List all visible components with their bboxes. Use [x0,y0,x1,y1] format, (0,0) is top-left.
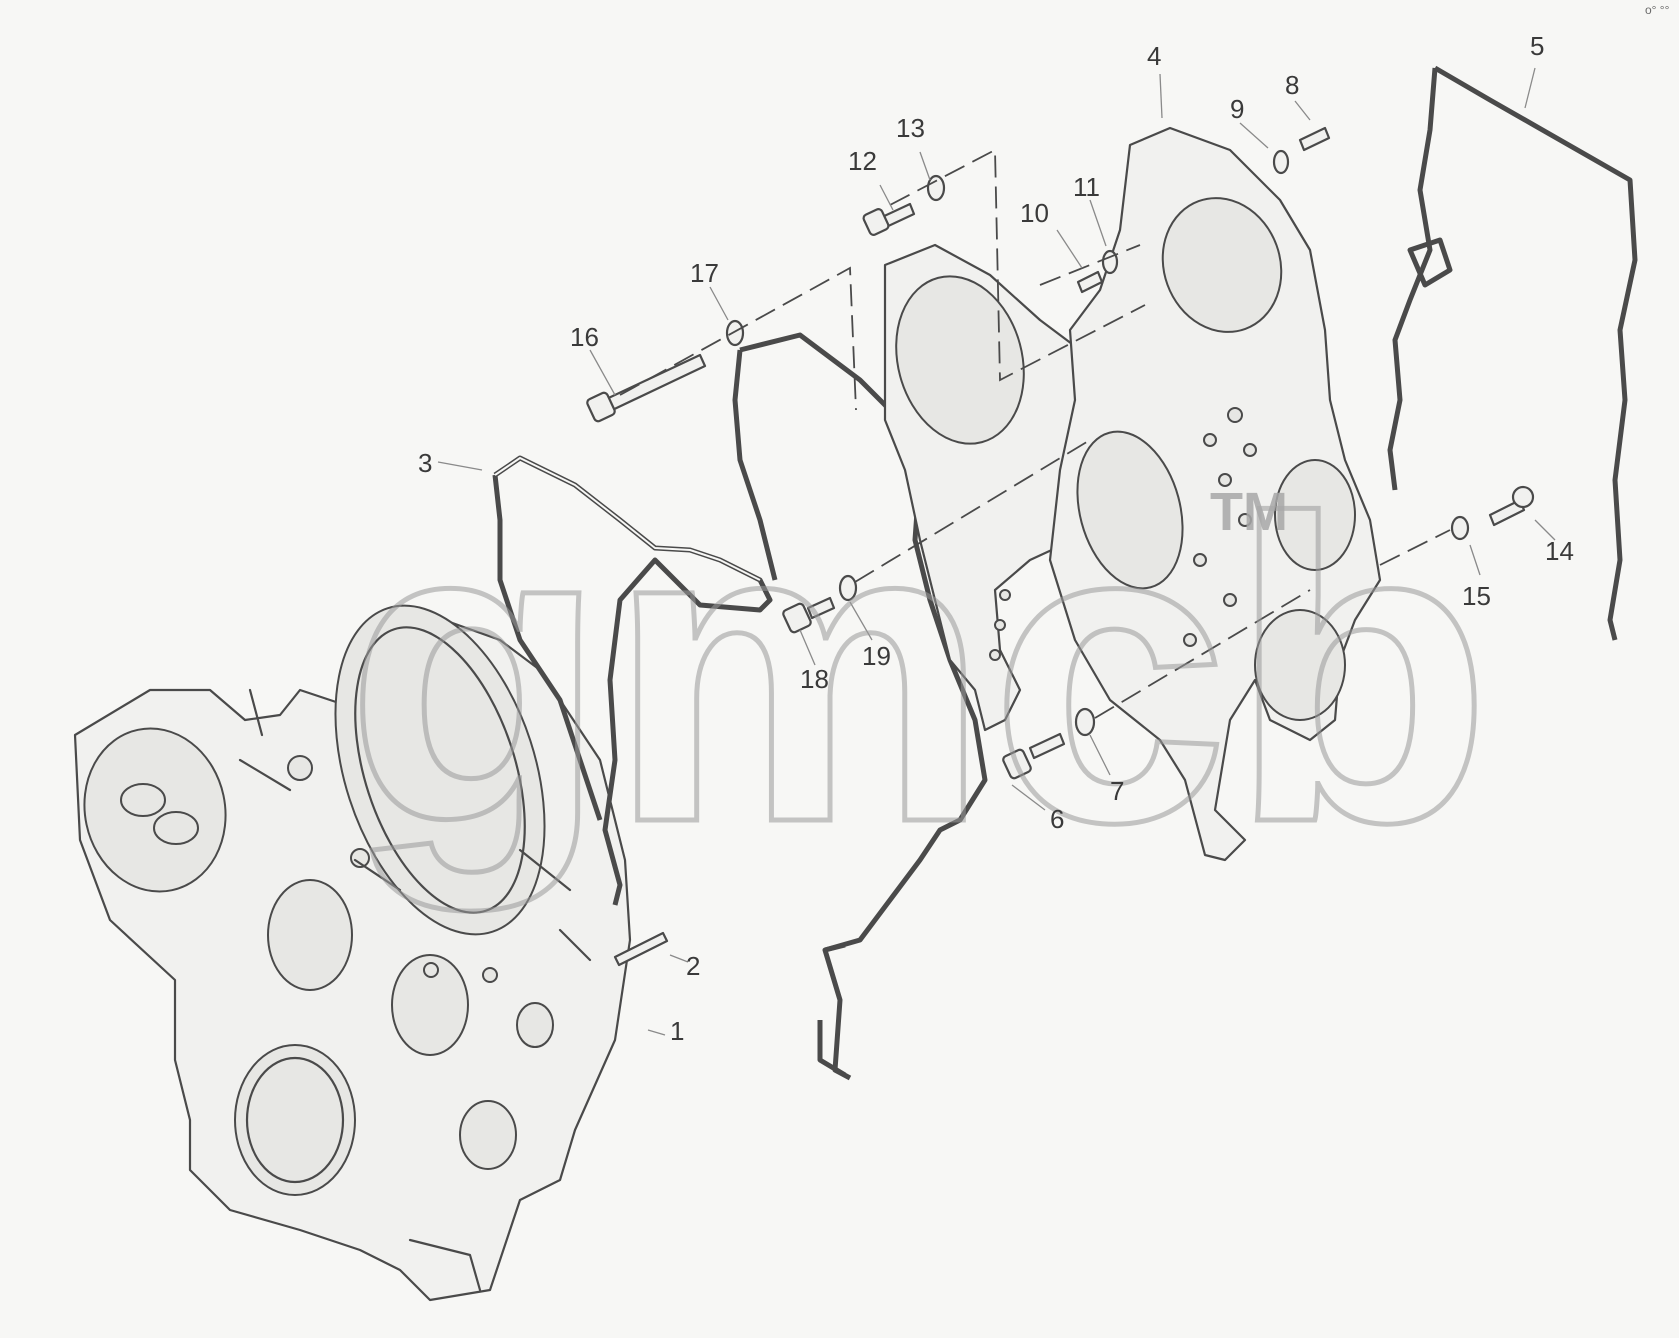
washer-7 [1074,707,1096,737]
callout-11: 11 [1073,172,1100,202]
callout-14: 14 [1545,536,1574,566]
corner-marker: o° °° [1645,3,1670,17]
callout-labels: 1 2 3 4 5 6 7 8 9 10 11 12 13 14 15 16 1… [418,31,1574,1046]
callout-9: 9 [1230,94,1244,124]
washer-15 [1450,515,1470,541]
callout-12: 12 [848,146,877,176]
housing-gasket [492,455,773,906]
washer-17 [725,319,745,347]
callout-17: 17 [690,258,719,288]
bolt-8 [1298,126,1331,152]
cover-plate [883,243,1112,732]
timing-gear-housing [73,604,632,1302]
callout-5: 5 [1530,31,1544,61]
callout-2: 2 [686,951,700,981]
leader-lines [437,67,1556,1036]
callout-15: 15 [1462,581,1491,611]
bolt-18 [782,596,836,634]
callout-13: 13 [896,113,925,143]
callout-16: 16 [570,322,599,352]
watermark: gmcb TM [343,430,1495,917]
bolt-10 [1076,270,1104,294]
callout-10: 10 [1020,198,1049,228]
watermark-trademark: TM [1210,482,1288,542]
callout-6: 6 [1050,804,1064,834]
callout-4: 4 [1147,41,1161,71]
bolt-6 [1002,732,1066,780]
callout-1: 1 [670,1016,684,1046]
callout-18: 18 [800,664,829,694]
rear-gasket [1387,65,1638,641]
washer-19 [838,574,858,602]
dowel-pin [613,931,669,967]
bolt-14 [1488,485,1535,527]
callout-7: 7 [1110,776,1124,806]
assembly-lines [619,148,1451,719]
watermark-text: gmcb [345,432,1492,914]
washer-9 [1272,149,1290,175]
callout-19: 19 [862,641,891,671]
callout-3: 3 [418,448,432,478]
callout-8: 8 [1285,70,1299,100]
bolt-12 [862,202,916,236]
bolt-16 [586,353,707,423]
